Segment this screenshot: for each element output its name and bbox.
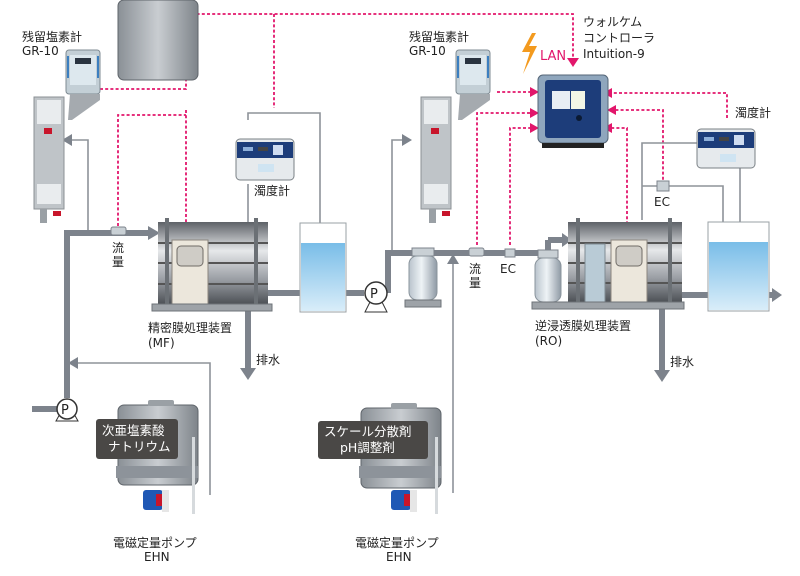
controller-model: Intuition-9 [583,47,645,61]
signal-arrow [607,105,616,115]
turbidity-2-label: 濁度計 [735,105,771,120]
ro-unit[interactable] [531,218,685,310]
ec-sensor-1[interactable] [656,180,670,192]
chlorine-meter-2-name: 残留塩素計 [409,29,469,44]
mf-unit-name: 精密膜処理装置 [148,320,232,335]
chemical-tag-1 [96,419,178,459]
ec-2-label: EC [500,262,516,276]
water-tank-1 [299,222,347,313]
flow-2-label-1: 流 [469,262,481,276]
signal-arrow [530,123,539,133]
chemical-tag-1-line1: 次亜塩素酸 [102,423,165,438]
filter-cylinder-2 [534,249,562,303]
lan-label: LAN [540,49,566,64]
controller-name-line2: コントローラ [583,31,655,45]
flow-1-label-2: 量 [112,255,124,269]
ro-unit-name: 逆浸透膜処理装置 [535,318,631,333]
water-tank-2 [707,221,770,312]
ro-unit-abbr: (RO) [535,334,562,348]
chlorine-meter-2-model: GR-10 [409,44,446,58]
flow-1-label-1: 流 [112,241,124,255]
signal-line-gr10-1 [100,13,574,90]
drain-2-label: 排水 [670,355,694,369]
signal-line-flow-1 [117,114,186,226]
signal-line-ro [612,127,628,240]
pump-2-name: 電磁定量ポンプ [355,535,439,550]
pump-1-symbol[interactable]: P [364,281,388,313]
pump-2-symbol-label: P [61,403,69,418]
flow-2-label-2: 量 [469,276,481,290]
pump-2-symbol[interactable]: P [55,398,79,422]
ec-1-label: EC [654,195,670,209]
chlorine-meter-1-name: 残留塩素計 [22,29,82,44]
ec-sensor-2[interactable] [504,248,516,258]
signal-line-turbidity-2 [612,92,728,118]
pump-1-name: 電磁定量ポンプ [113,535,197,550]
chlorine-meter-1-model: GR-10 [22,44,59,58]
sample-lines [62,112,746,495]
signal-line-ec-2 [509,127,530,245]
chemical-tag-1-line2: ナトリウム [108,439,171,454]
turbidity-meter-2[interactable] [696,128,756,169]
mf-unit-abbr: (MF) [148,336,175,350]
chemical-tag-2 [318,421,428,459]
lightning-icon [522,33,537,74]
pump-2-model: EHN [386,550,412,564]
signal-arrow [530,87,539,97]
signal-line-ec-1 [616,109,664,185]
filter-cylinder-1 [404,247,442,308]
chlorine-meter-2[interactable] [420,49,491,223]
drain-1-label: 排水 [256,353,280,367]
pump-1-model: EHN [144,550,170,564]
turbidity-1-label: 濁度計 [254,183,290,198]
chemical-tag-2-line2: pH調整剤 [340,440,395,455]
signal-arrow [530,108,539,118]
signal-arrow [567,58,579,67]
controller-name-line1: ウォルケム [583,15,642,29]
pump-1-symbol-label: P [370,287,378,302]
chemical-tag-2-line1: スケール分散剤 [324,424,412,439]
chlorine-meter-1[interactable] [33,49,101,223]
turbidity-meter-1[interactable] [235,138,295,181]
signal-line-flow-2 [476,112,530,245]
flow-sensor-1[interactable] [110,226,127,236]
walchem-controller[interactable] [537,74,609,148]
mf-unit[interactable] [151,218,273,312]
flow-sensor-2[interactable] [468,247,485,257]
